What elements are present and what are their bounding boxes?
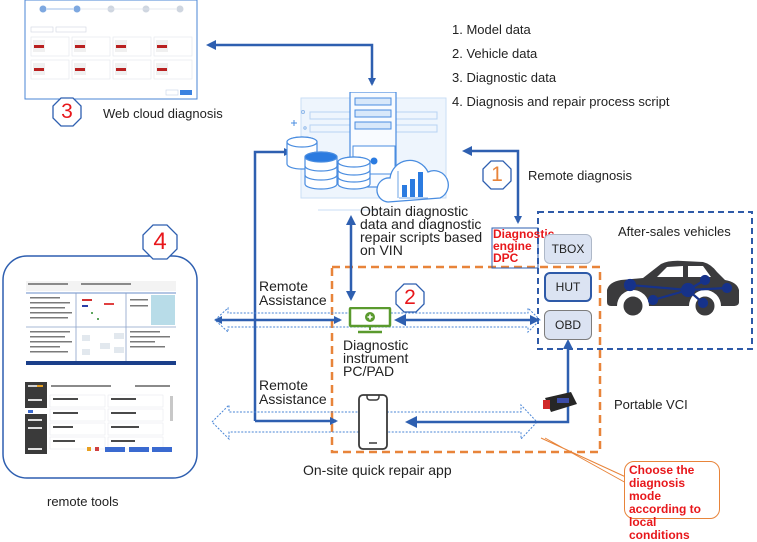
vci-device-icon[interactable]	[541, 390, 579, 416]
step-badge-2: 2	[395, 283, 425, 313]
callout-line: according to	[629, 502, 702, 516]
callout-pointer	[540, 437, 629, 485]
remote-assistance-line-text: Assistance	[259, 391, 327, 407]
cloud-caption-line: data and diagnostic	[360, 216, 482, 232]
after-sales-vehicles-label: After-sales vehicles	[618, 224, 731, 239]
ecu-tbox[interactable]: TBOX	[544, 234, 592, 264]
remote-assistance-line-text: Remote	[259, 377, 309, 393]
diagnostic-instrument-label: Diagnostic instrument PC/PAD	[343, 337, 409, 379]
server-icon	[286, 91, 449, 211]
cloud-instrument-arrow-down	[346, 291, 356, 301]
step-badge-3: 3	[52, 97, 82, 127]
diagnostic-engine-line: DPC	[493, 251, 519, 265]
diagnostic-instrument-icon[interactable]	[348, 306, 392, 335]
portable-vci-label: Portable VCI	[614, 397, 688, 412]
remote-assistance-line-text: Remote	[259, 278, 309, 294]
data-list-item: 2. Vehicle data	[452, 46, 538, 61]
data-list-item: 3. Diagnostic data	[452, 70, 557, 85]
diagnostic-engine-line: engine	[493, 239, 532, 253]
diagnostic-engine-box	[491, 227, 539, 269]
remote-diagnosis-link	[470, 149, 522, 224]
diagnostic-instrument-line: instrument	[343, 350, 409, 366]
diagnostic-engine-line: Diagnostic	[493, 227, 555, 241]
web-cloud-screenshot	[28, 2, 194, 97]
data-list: 1. Model data 2. Vehicle data 3. Diagnos…	[452, 22, 670, 118]
cloud-caption: Obtain diagnostic data and diagnostic re…	[360, 203, 483, 258]
diagnosis-mode-callout: Choose the diagnosis mode according to l…	[624, 461, 720, 542]
dotted-channel-lower	[211, 403, 538, 441]
instrument-obd-arrow-right	[530, 315, 540, 325]
quick-repair-app-label: On-site quick repair app	[303, 462, 452, 478]
diagnostic-instrument-line: Diagnostic	[343, 337, 409, 353]
callout-line: Choose the	[629, 463, 695, 477]
ecu-hut[interactable]: HUT	[544, 272, 592, 302]
after-sales-vehicles-box	[537, 211, 753, 350]
app-vci-arrow-left	[405, 416, 417, 428]
web-cloud-link	[212, 43, 376, 86]
remote-tools-frame	[2, 255, 198, 479]
cloud-caption-line: Obtain diagnostic	[360, 203, 469, 219]
web-cloud-arrowhead-left	[206, 40, 216, 50]
diagnostic-instrument-line: PC/PAD	[343, 363, 395, 379]
car-icon	[603, 258, 743, 320]
cloud-server-illustration	[283, 91, 458, 214]
app-vci-link	[412, 347, 570, 424]
remote-tool-screenshot-desktop	[26, 281, 176, 365]
instrument-obd-arrow-left	[394, 314, 406, 326]
step-badge-4: 4	[142, 224, 178, 260]
data-list-item: 4. Diagnosis and repair process script	[452, 94, 670, 109]
phone-icon[interactable]	[357, 393, 389, 451]
remote-assistance-line-text: Assistance	[259, 292, 327, 308]
step-badge-1: 1	[482, 160, 512, 190]
callout-line: local conditions	[629, 515, 690, 542]
diagnostic-engine-label: Diagnostic engine DPC	[493, 228, 554, 264]
tools-arrow-left	[214, 316, 222, 324]
remote-diagnosis-arrowhead	[462, 146, 472, 156]
cloud-caption-line: on VIN	[360, 242, 403, 258]
vci-obd-arrow-up	[563, 339, 573, 349]
remote-assistance-label-bottom: Remote Assistance	[259, 378, 327, 406]
data-list-item: 1. Model data	[452, 22, 531, 37]
remote-assistance-line	[253, 148, 292, 421]
remote-assistance-label-top: Remote Assistance	[259, 279, 327, 307]
onsite-zone-box	[330, 265, 602, 454]
web-cloud-label: Web cloud diagnosis	[103, 106, 223, 121]
remote-tool-screenshot-web	[25, 382, 175, 454]
remote-tools-label: remote tools	[47, 494, 119, 509]
remote-diagnosis-label: Remote diagnosis	[528, 168, 633, 183]
cloud-caption-line: repair scripts based	[360, 229, 483, 245]
ecu-obd[interactable]: OBD	[544, 310, 592, 340]
callout-line: diagnosis mode	[629, 476, 686, 503]
cloud-instrument-arrow-up	[346, 215, 356, 225]
